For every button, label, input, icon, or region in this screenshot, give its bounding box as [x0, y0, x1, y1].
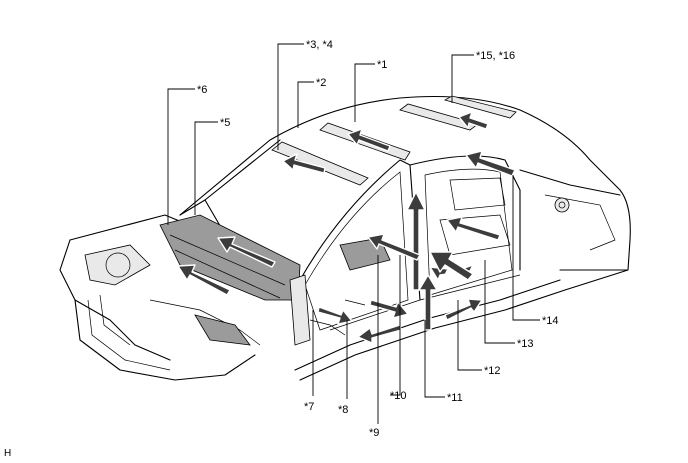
callout-6: *6	[197, 84, 207, 96]
car-body-outline	[59, 95, 631, 381]
dash-arrow-2	[177, 264, 231, 296]
callout-2: *2	[316, 77, 326, 89]
callout-3-4: *3, *4	[306, 39, 333, 51]
direction-arrows	[177, 111, 516, 344]
roof-arrow-1	[282, 153, 326, 174]
callout-7: *7	[304, 401, 314, 413]
callout-10: *10	[390, 390, 407, 402]
callout-15-16: *15, *16	[476, 50, 515, 62]
roof-arrow-2	[347, 128, 391, 152]
sill-arrow-2	[369, 299, 409, 319]
rear-arrow	[465, 150, 516, 177]
callout-13: *13	[517, 338, 534, 350]
large-floor-arrow	[429, 251, 474, 281]
callout-5: *5	[220, 117, 230, 129]
rocker-arrow	[418, 274, 438, 331]
sill-arrow-1	[357, 324, 402, 344]
pillar-arrow	[406, 191, 426, 291]
dash-arrow-1	[217, 236, 276, 268]
callout-12: *12	[484, 365, 501, 377]
roof-arrow-3	[458, 111, 489, 130]
floor-arrow-2	[446, 216, 501, 241]
sill-arrow-4	[317, 306, 353, 325]
callout-11: *11	[447, 392, 463, 404]
callout-1: *1	[377, 59, 387, 71]
callout-labels: *3, *4 *2 *1 *15, *16 *6 *5 *7 *8 *9 *10…	[197, 39, 559, 439]
leader-lines	[167, 43, 540, 424]
callout-14: *14	[542, 315, 559, 327]
callout-8: *8	[338, 404, 348, 416]
callout-9: *9	[369, 427, 379, 439]
floor-arrow-1	[367, 233, 421, 261]
figure-code: H	[4, 448, 12, 459]
sill-arrow-3	[444, 298, 483, 321]
